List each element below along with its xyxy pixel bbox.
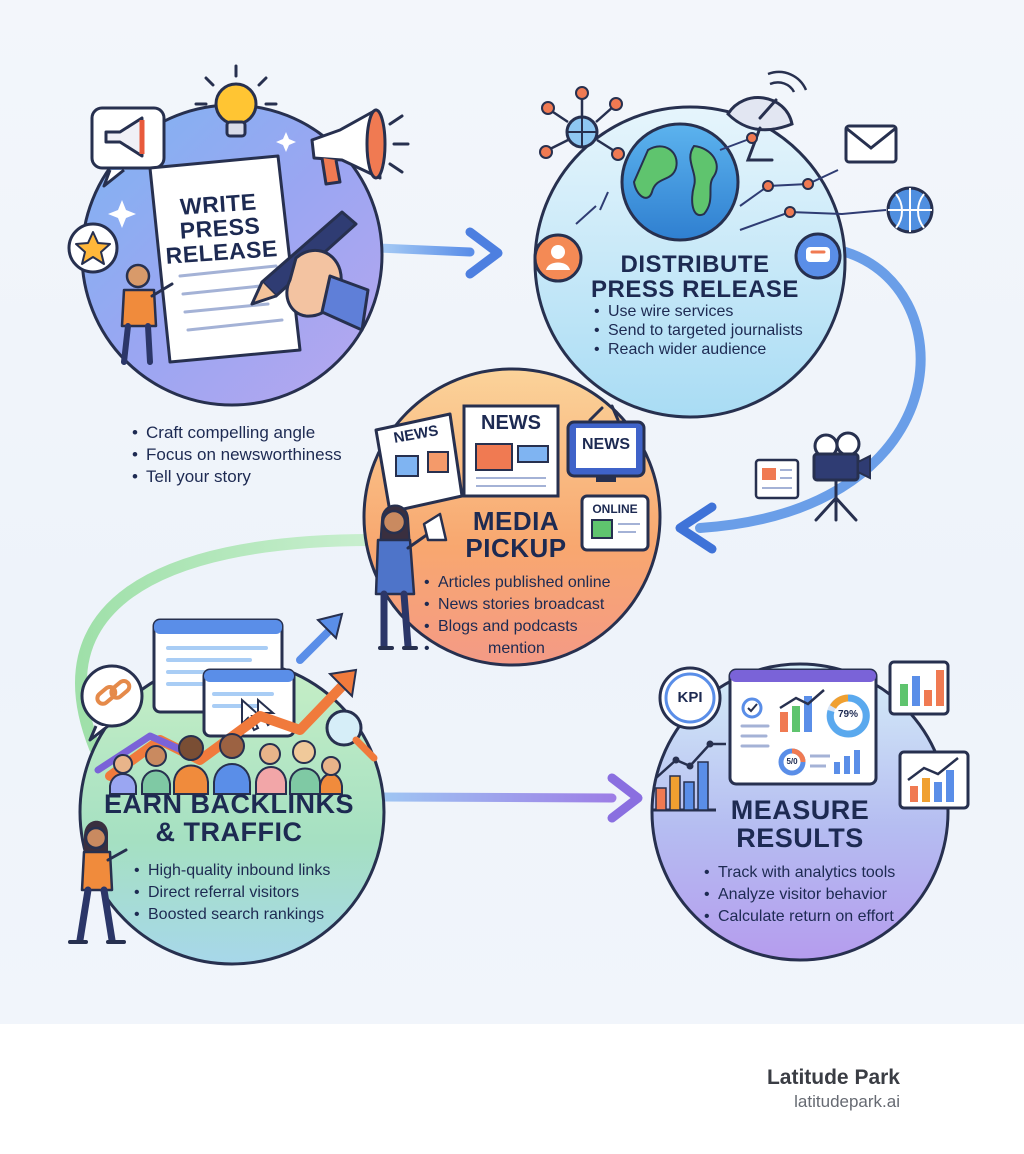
video-camera-icon [812,431,871,522]
step-title-write: WRITE PRESS RELEASE [148,187,293,269]
sparkle-icon [108,200,136,228]
tv-icon [566,404,646,482]
sparkle-icon [276,132,296,152]
list-item: Send to targeted journalists [594,321,803,340]
reporter-person-icon [374,504,448,650]
magnifier-icon [325,709,378,762]
megaphone-icon [90,106,166,188]
megaphone-icon [310,108,410,186]
pen-icon [250,210,370,332]
globe-icon [620,122,740,242]
process-diagram: NEWS NEWS NEWS ONLINE KPI 79% 5/0 WRITE … [0,0,1024,1024]
list-item: mention [424,638,611,660]
step-title-distribute-line: DISTRIBUTE [620,251,770,278]
list-item: News stories broadcast [424,594,611,616]
step-title-media: MEDIA PICKUP [446,506,586,564]
online-window-icon [580,494,650,552]
step-title-media-line: MEDIA [472,506,560,536]
list-item: Analyze visitor behavior [704,884,895,906]
brand-name: Latitude Park [766,1066,900,1089]
step-title-media-line: PICKUP [465,533,567,564]
list-item: Tell your story [132,466,342,488]
user-icon [533,233,583,283]
list-item: Boosted search rankings [134,904,330,926]
step-title-measure-line: RESULTS [736,823,864,854]
lightbulb-icon [194,64,278,138]
small-donut-label: 5/0 [786,757,798,766]
step-bullets-distribute: Use wire services Send to targeted journ… [594,302,803,359]
list-item: High-quality inbound links [134,860,330,882]
network-icon [539,86,625,161]
bar-chart-icon [888,660,950,716]
newspaper-icon [462,404,560,498]
list-item: Use wire services [594,302,803,321]
link-icon [80,664,144,742]
step-title-backlinks: EARN BACKLINKS & TRAFFIC [84,790,374,847]
list-item: Focus on newsworthiness [132,444,342,466]
step-title-measure: MEASURE RESULTS [720,796,880,853]
newspaper-icon [374,412,464,514]
step-bullets-media: Articles published online News stories b… [424,572,611,660]
news-tv-label: NEWS [582,436,630,453]
document-icon [148,154,302,364]
list-item: Reach wider audience [594,340,803,359]
kpi-label: KPI [677,689,703,706]
step-title-backlinks-line: & TRAFFIC [155,817,303,848]
list-item: Direct referral visitors [134,882,330,904]
people-icon [109,733,343,795]
person-icon [120,263,174,365]
step-title-distribute-line: PRESS RELEASE [591,276,799,304]
news-label: NEWS [481,412,541,434]
list-item: Calculate return on effort [704,906,895,928]
newspaper-icon [754,458,800,500]
step-title-measure-line: MEASURE [730,795,870,825]
kpi-badge-icon [658,666,722,730]
donut-percent-label: 79% [837,709,858,720]
envelope-icon [844,124,898,164]
step-bullets-write: Craft compelling angle Focus on newswort… [132,422,342,488]
brand-url: latitudepark.ai [794,1092,900,1111]
list-item: Blogs and podcasts [424,616,611,638]
chat-icon [794,232,842,280]
list-item: Craft compelling angle [132,422,342,444]
globe-icon [886,186,934,234]
bar-chart-icon [652,740,726,812]
step-bullets-backlinks: High-quality inbound links Direct referr… [134,860,330,926]
list-item: Articles published online [424,572,611,594]
bar-chart-icon [898,750,970,810]
step-title-backlinks-line: EARN BACKLINKS [104,789,354,819]
dashboard-icon [728,668,878,786]
online-label: ONLINE [592,502,638,516]
satellite-dish-icon [726,70,808,162]
step-bullets-measure: Track with analytics tools Analyze visit… [704,862,895,928]
star-badge-icon [67,222,119,274]
step-title-distribute: DISTRIBUTE PRESS RELEASE [590,251,800,304]
person-icon [68,820,128,944]
list-item: Track with analytics tools [704,862,895,884]
megaphone-icon [422,512,448,542]
brand-footer: Latitude Park latitudepark.ai [767,1066,900,1112]
